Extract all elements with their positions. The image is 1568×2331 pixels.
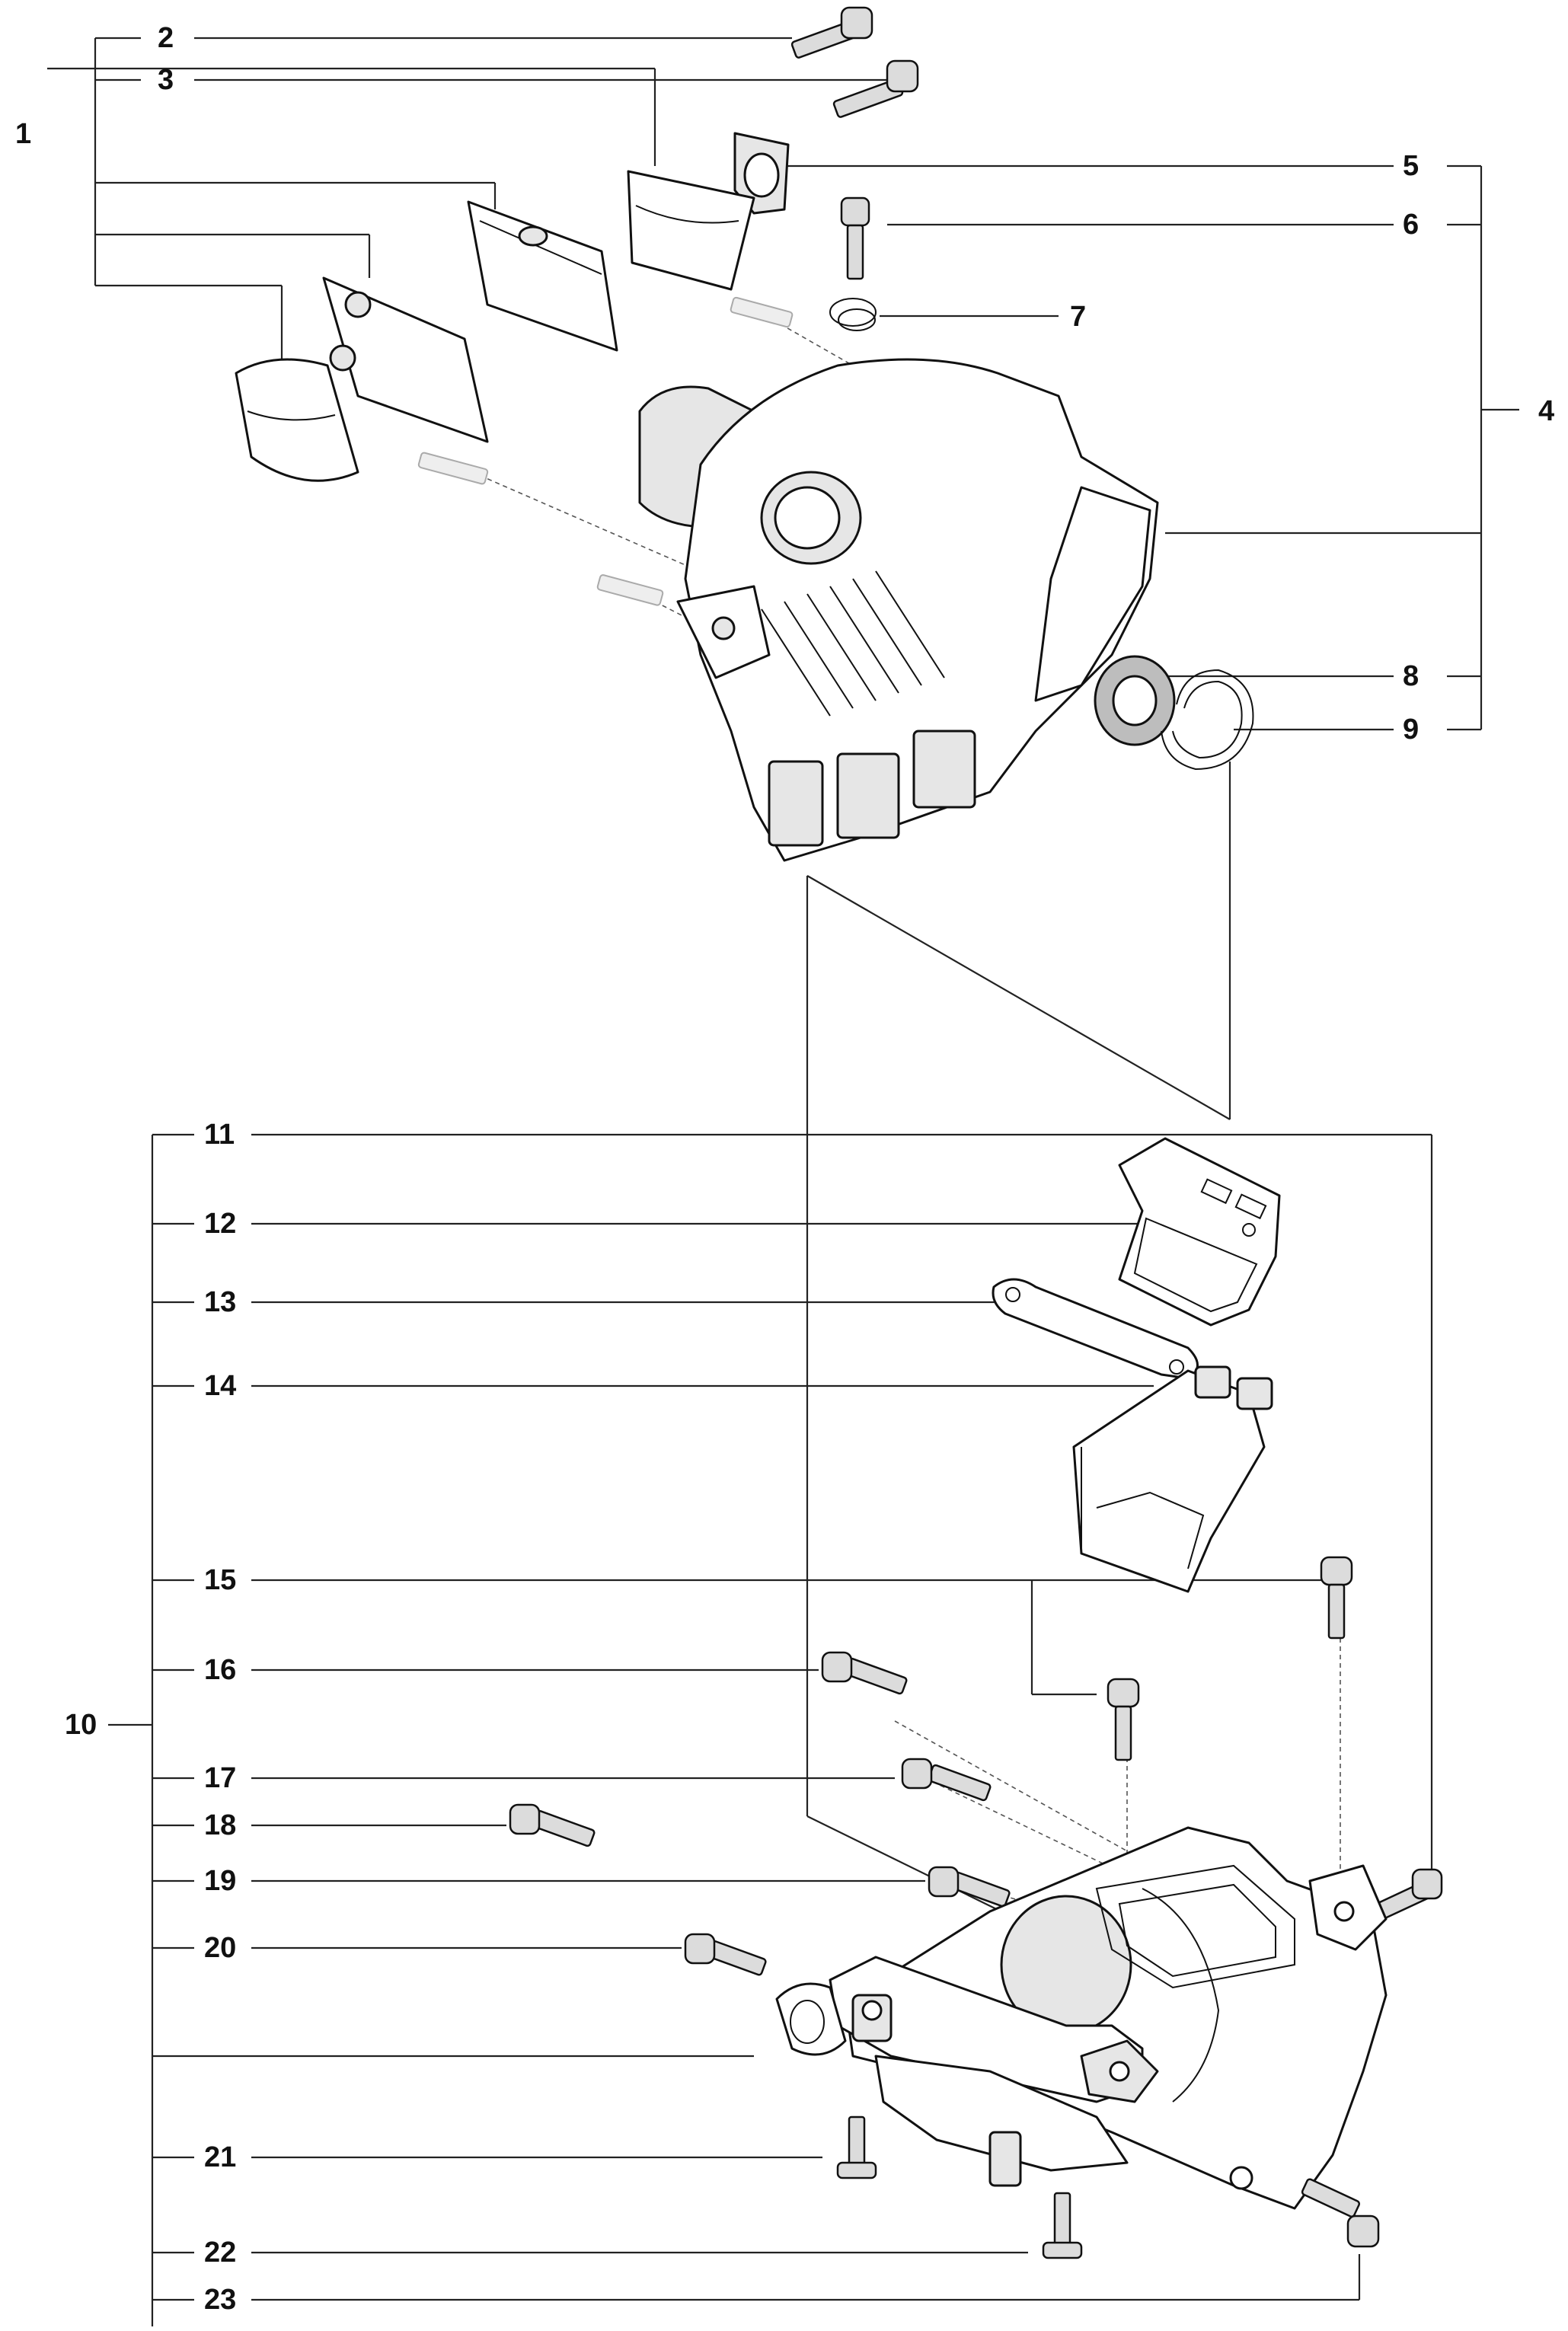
label-12: 12: [204, 1208, 236, 1240]
ghost-screw-a-icon: [730, 296, 794, 328]
label-6: 6: [1403, 209, 1419, 241]
bearing-cage-upper-icon: [467, 200, 618, 352]
label-22: 22: [204, 2237, 236, 2269]
screw-15b-icon: [1107, 1678, 1140, 1761]
label-4: 4: [1538, 395, 1554, 427]
label-14: 14: [204, 1370, 236, 1402]
label-20: 20: [204, 1932, 236, 1964]
leader-lines: [47, 37, 1519, 2326]
crankcase-half-lower-icon: [775, 1826, 1388, 2210]
label-8: 8: [1403, 660, 1419, 692]
label-17: 17: [204, 1762, 236, 1794]
screw-11-icon: [1373, 1868, 1443, 1921]
screw-18-icon: [509, 1803, 596, 1847]
ball-bearing-8-icon: [1094, 655, 1176, 746]
ghost-screw-b-icon: [417, 452, 489, 485]
screw-22-icon: [1042, 2192, 1083, 2259]
gasket-12-icon: [1118, 1137, 1281, 1327]
label-9: 9: [1403, 714, 1419, 746]
label-10: 10: [65, 1709, 97, 1741]
screw-16-icon: [821, 1651, 908, 1695]
label-3: 3: [158, 64, 174, 96]
label-11: 11: [204, 1119, 235, 1151]
screw-15a-icon: [1320, 1556, 1353, 1640]
label-18: 18: [204, 1809, 236, 1841]
cylinder-sleeve-half-icon: [627, 170, 755, 291]
spring-clip-7-icon: [829, 298, 877, 331]
screw-19-icon: [928, 1866, 1011, 1908]
label-7: 7: [1070, 301, 1086, 333]
bearing-cage-14-icon: [1072, 1365, 1273, 1593]
label-23: 23: [204, 2284, 236, 2316]
bearing-cage-lower-icon: [322, 276, 489, 443]
label-19: 19: [204, 1865, 236, 1897]
circlip-9-icon: [1161, 669, 1254, 771]
label-21: 21: [204, 2141, 236, 2173]
screw-23-icon: [1301, 2178, 1380, 2248]
screw-17-icon: [901, 1758, 992, 1802]
label-13: 13: [204, 1286, 236, 1318]
sleeve-ring-icon: [235, 358, 359, 482]
label-2: 2: [158, 22, 174, 54]
screw-20-icon: [684, 1933, 767, 1976]
label-15: 15: [204, 1564, 236, 1596]
part-labels: 1 2 3 4 5 6 7 8 9 10 11 12 13 14 15 16 1…: [15, 22, 1554, 2316]
screw-21-icon: [836, 2115, 877, 2179]
screw-2-icon: [790, 6, 873, 59]
screw-6-icon: [840, 196, 870, 280]
screw-3-icon: [832, 59, 919, 118]
crankcase-half-upper-icon: [638, 358, 1159, 862]
label-1: 1: [15, 118, 31, 150]
bearing-seat-5-icon: [733, 132, 790, 215]
label-16: 16: [204, 1654, 236, 1686]
ghost-screw-c-icon: [596, 574, 664, 606]
label-5: 5: [1403, 150, 1419, 182]
